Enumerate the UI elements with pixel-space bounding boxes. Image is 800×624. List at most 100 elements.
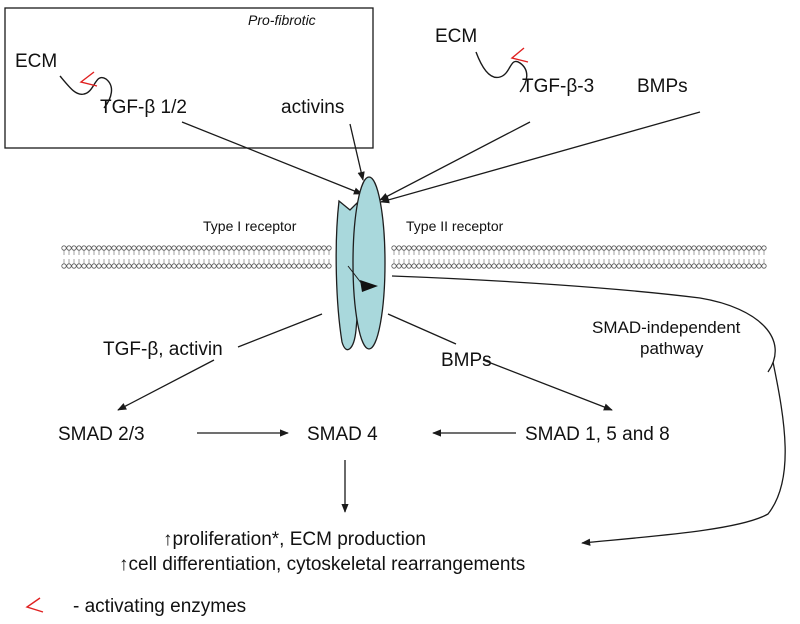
lipid-head: [686, 263, 692, 269]
lipid-head: [181, 263, 187, 269]
lipid-head: [236, 263, 242, 269]
lipid-head: [691, 263, 697, 269]
lipid-head: [681, 263, 687, 269]
lipid-head: [576, 245, 582, 251]
lipid-head: [326, 263, 332, 269]
lipid-head: [666, 263, 672, 269]
lipid-head: [76, 263, 82, 269]
lipid-head: [216, 263, 222, 269]
tgf-b3-label: TGF-β-3: [522, 76, 594, 97]
lipid-head: [476, 263, 482, 269]
lipid-head: [176, 245, 182, 251]
lipid-head: [391, 245, 397, 251]
lipid-head: [411, 263, 417, 269]
lipid-head: [246, 263, 252, 269]
lipid-head: [461, 245, 467, 251]
lipid-head: [266, 263, 272, 269]
lipid-head: [296, 245, 302, 251]
lipid-head: [291, 263, 297, 269]
arrow-bmps-to-receptor: [380, 111, 701, 204]
kinase-arrow: [360, 280, 378, 292]
lipid-head: [236, 245, 242, 251]
lipid-head: [286, 263, 292, 269]
lipid-head: [91, 263, 97, 269]
lipid-head: [66, 263, 72, 269]
lipid-head: [616, 263, 622, 269]
lipid-head: [701, 245, 707, 251]
lipid-head: [466, 263, 472, 269]
lipid-head: [106, 263, 112, 269]
lipid-head: [546, 263, 552, 269]
lipid-head: [276, 245, 282, 251]
lipid-head: [716, 263, 722, 269]
lipid-head: [691, 245, 697, 251]
lipid-head: [641, 245, 647, 251]
lipid-head: [616, 245, 622, 251]
lipid-head: [191, 263, 197, 269]
lipid-head: [206, 245, 212, 251]
type-i-receptor-label: Type I receptor: [203, 218, 297, 234]
lipid-head: [481, 263, 487, 269]
lipid-head: [491, 245, 497, 251]
lipid-head: [71, 245, 77, 251]
lipid-head: [316, 263, 322, 269]
lipid-head: [446, 263, 452, 269]
lipid-head: [701, 263, 707, 269]
lipid-head: [521, 245, 527, 251]
lipid-head: [706, 245, 712, 251]
lipid-head: [431, 245, 437, 251]
lipid-head: [86, 245, 92, 251]
lipid-head: [671, 245, 677, 251]
lipid-head: [116, 245, 122, 251]
lipid-head: [436, 263, 442, 269]
lipid-head: [706, 263, 712, 269]
lipid-head: [456, 263, 462, 269]
lipid-head: [741, 245, 747, 251]
lipid-head: [556, 263, 562, 269]
lipid-head: [441, 245, 447, 251]
lipid-head: [226, 263, 232, 269]
lipid-head: [416, 263, 422, 269]
lipid-head: [416, 245, 422, 251]
lipid-head: [316, 245, 322, 251]
lipid-head: [106, 245, 112, 251]
smad23-label: SMAD 2/3: [58, 424, 145, 445]
box-title: Pro-fibrotic: [248, 12, 316, 28]
lipid-head: [531, 263, 537, 269]
lipid-head: [746, 245, 752, 251]
lipid-head: [131, 263, 137, 269]
lipid-head: [711, 245, 717, 251]
lipid-head: [741, 263, 747, 269]
lipid-head: [636, 245, 642, 251]
lipid-head: [306, 263, 312, 269]
lipid-head: [81, 245, 87, 251]
lipid-head: [546, 245, 552, 251]
lipid-head: [96, 245, 102, 251]
lipid-head: [291, 245, 297, 251]
lipid-head: [726, 245, 732, 251]
lipid-head: [736, 245, 742, 251]
lipid-head: [396, 245, 402, 251]
lipid-head: [656, 245, 662, 251]
lipid-head: [61, 263, 67, 269]
lipid-head: [486, 263, 492, 269]
lipid-head: [646, 263, 652, 269]
lipid-head: [406, 245, 412, 251]
lipid-head: [296, 263, 302, 269]
lipid-head: [401, 263, 407, 269]
receptor-to-bmps-line: [387, 313, 457, 345]
bmps-top-label: BMPs: [637, 76, 688, 97]
lipid-head: [211, 245, 217, 251]
lipid-head: [496, 263, 502, 269]
lipid-head: [466, 245, 472, 251]
lipid-head: [521, 263, 527, 269]
lipid-head: [611, 245, 617, 251]
lipid-head: [631, 263, 637, 269]
lipid-head: [171, 263, 177, 269]
lipid-head: [661, 245, 667, 251]
lipid-head: [146, 263, 152, 269]
lipid-head: [596, 263, 602, 269]
lipid-head: [131, 245, 137, 251]
arrow-tgf-b12-to-receptor: [181, 121, 363, 195]
lipid-head: [271, 263, 277, 269]
